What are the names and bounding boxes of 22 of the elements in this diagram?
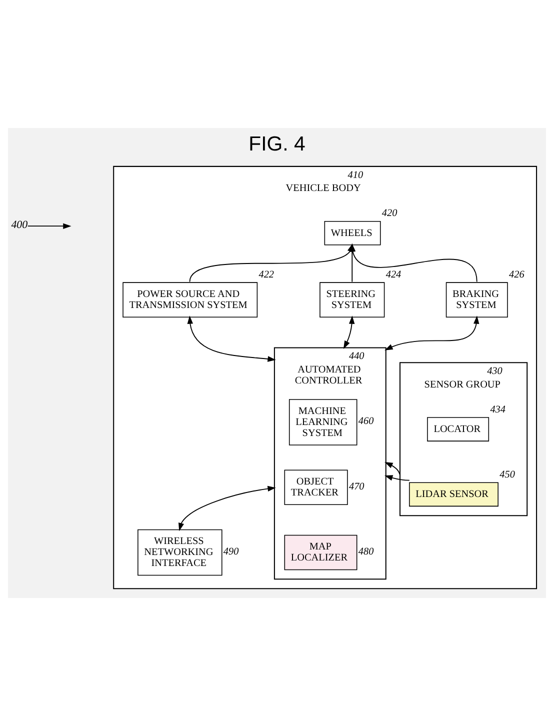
node-label: 426 [509,269,524,280]
arrow [178,486,276,532]
arrow [384,316,480,350]
node-label: 480 [358,546,374,558]
arrow [27,223,72,229]
node-label: 424 [386,269,402,280]
node-text: 400 [11,219,28,232]
node-label: 422 [258,269,274,280]
arrow [343,316,355,349]
node-label: 490 [223,546,239,558]
node-label: 434 [490,404,506,416]
arrow [384,462,400,476]
node-label: 460 [358,416,374,428]
node-label: 440 [348,351,364,362]
arrow [384,475,410,481]
node-label: 470 [348,481,364,492]
node-label: 410 [348,170,364,181]
diagram-title: FIG. 4 [248,134,306,156]
node-label: 450 [500,469,515,480]
node-label: 420 [382,208,398,220]
node-label: 430 [487,366,502,377]
arrow [187,316,276,362]
